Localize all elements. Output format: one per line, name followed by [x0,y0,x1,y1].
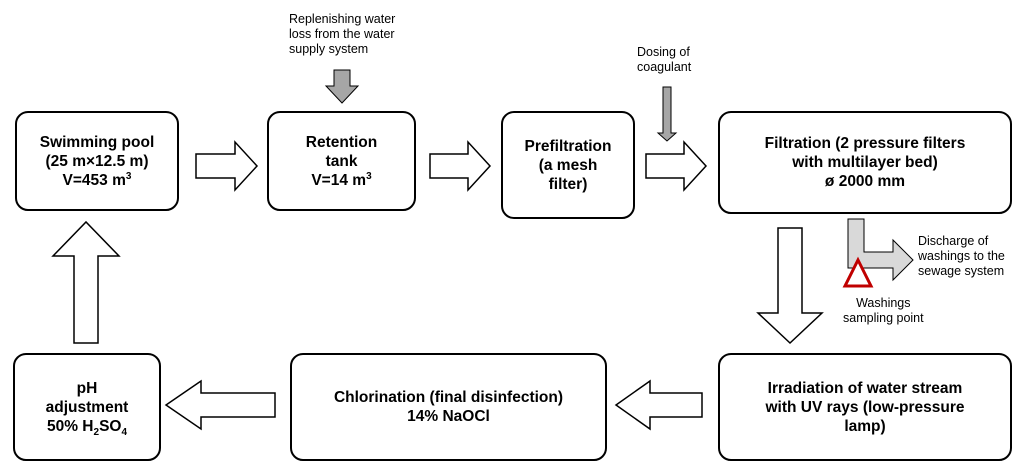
dosing-arrow [656,86,678,142]
filtration-line2: with multilayer bed) [792,154,938,171]
irradiation-line2: with UV rays (low-pressure [765,398,965,416]
prefiltration-box: Prefiltration (a mesh filter) [501,111,635,219]
prefiltration-line2: (a mesh [538,156,598,174]
flow-arrow-filtration-to-irradiation [756,227,824,345]
irradiation-box: Irradiation of water stream with UV rays… [718,353,1012,461]
swimming-pool-volume: V=453 m3 [62,170,132,189]
discharge-arrow [847,218,914,282]
retention-tank-box: Retention tank V=14 m3 [267,111,416,211]
replenishing-arrow [324,69,360,104]
retention-tank-subtitle: tank [325,152,358,170]
irradiation-line3: lamp) [844,417,886,435]
replenishing-note: Replenishing water loss from the water s… [289,12,396,56]
dosing-note: Dosing of coagulant [637,45,692,74]
flow-arrow-ph-to-pool [51,220,121,344]
ph-adjustment-reagent: 50% H2SO4 [46,417,128,438]
flow-arrow-chlorination-to-ph [164,379,276,431]
retention-tank-title: Retention [305,133,378,151]
chlorination-title: Chlorination (final disinfection) [333,389,564,406]
sampling-point-marker [842,256,874,288]
irradiation-title: Irradiation of water stream [767,379,963,397]
flow-arrow-retention-to-prefiltration [429,140,492,192]
sampling-note: Washings sampling point [843,296,924,325]
swimming-pool-title: Swimming pool [39,133,155,151]
flow-arrow-prefiltration-to-filtration [645,140,708,192]
filtration-title: Filtration (2 pressure filters [764,135,966,152]
prefiltration-line3: filter) [548,175,588,193]
swimming-pool-box: Swimming pool (25 m×12.5 m) V=453 m3 [15,111,179,211]
ph-adjustment-box: pH adjustment 50% H2SO4 [13,353,161,461]
ph-adjustment-line2: adjustment [45,398,129,416]
discharge-note: Discharge of washings to the sewage syst… [918,234,1005,278]
chlorination-box: Chlorination (final disinfection) 14% Na… [290,353,607,461]
filtration-box: Filtration (2 pressure filters with mult… [718,111,1012,214]
ph-adjustment-title: pH [76,379,98,397]
prefiltration-title: Prefiltration [524,137,612,155]
filtration-line3: ø 2000 mm [824,173,906,190]
swimming-pool-dimensions: (25 m×12.5 m) [45,152,149,170]
chlorination-line2: 14% NaOCl [407,408,490,425]
flow-arrow-irradiation-to-chlorination [614,379,703,431]
retention-tank-volume: V=14 m3 [311,170,372,189]
flow-arrow-pool-to-retention [195,140,259,192]
